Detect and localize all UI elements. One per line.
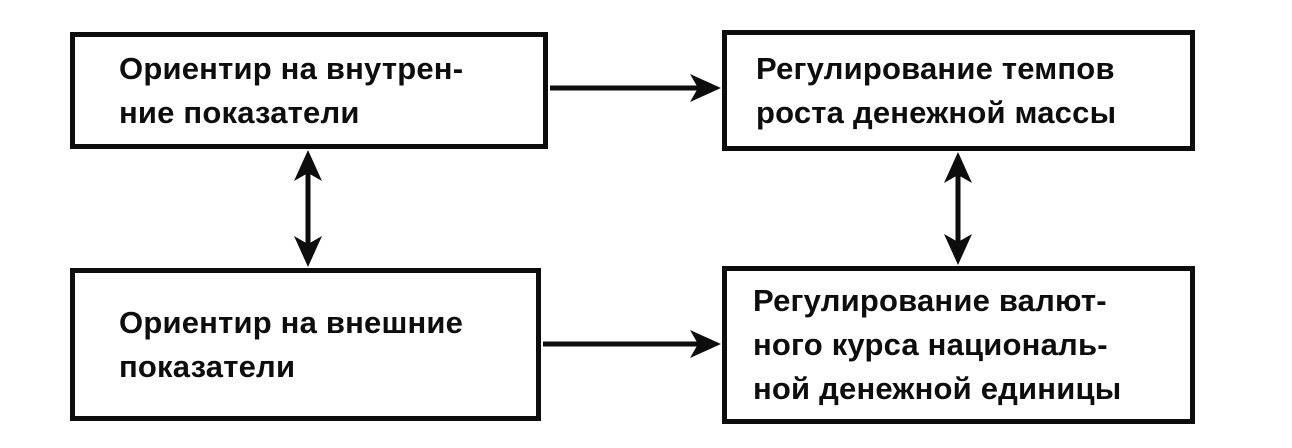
node-text-line: Регулирование темпов bbox=[756, 50, 1115, 86]
double-arrow-left-vertical bbox=[294, 150, 322, 267]
node-money-supply-growth: Регулирование темпов роста денежной масс… bbox=[722, 30, 1195, 151]
arrow-bottom-left-to-bottom-right bbox=[543, 330, 721, 358]
node-text-line: роста денежной массы bbox=[756, 94, 1117, 130]
node-text-line: ного курса националь- bbox=[753, 327, 1108, 362]
node-external-indicators: Ориентир на внешние показатели bbox=[70, 268, 541, 421]
node-exchange-rate-regulation: Регулирование валют- ного курса национал… bbox=[722, 266, 1195, 424]
node-internal-indicators: Ориентир на внутрен- ние показатели bbox=[70, 32, 548, 149]
node-text-line: ной денежной единицы bbox=[753, 371, 1122, 406]
node-text-line: Регулирование валют- bbox=[753, 283, 1107, 318]
double-arrow-right-vertical bbox=[944, 152, 972, 265]
node-text-line: ние показатели bbox=[119, 94, 360, 130]
node-text-line: Ориентир на внутрен- bbox=[119, 50, 464, 86]
node-text-line: Ориентир на внешние bbox=[119, 304, 464, 340]
arrow-top-left-to-top-right bbox=[550, 74, 721, 102]
node-text-line: показатели bbox=[119, 348, 296, 384]
